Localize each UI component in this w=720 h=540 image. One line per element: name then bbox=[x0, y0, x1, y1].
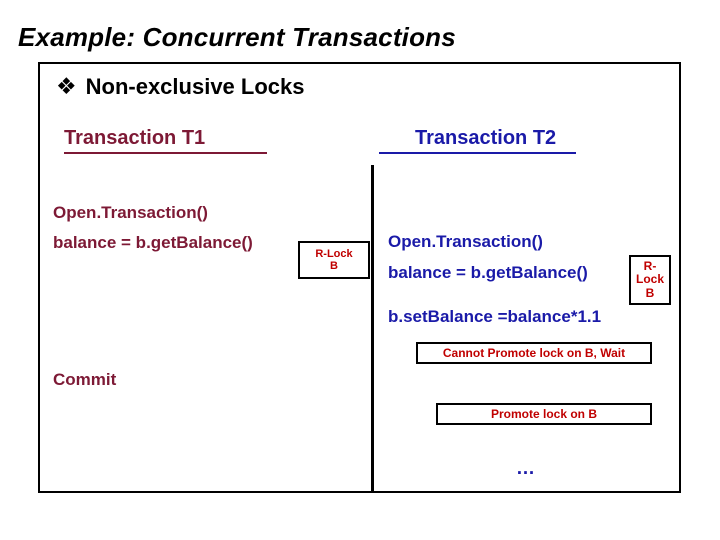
t2-statement-get-balance: balance = b.getBalance() bbox=[388, 263, 588, 282]
lock-badge-t1-line2: B bbox=[330, 260, 338, 272]
page-title: Example: Concurrent Transactions bbox=[18, 22, 456, 52]
lock-badge-t2-line2: Lock bbox=[635, 272, 664, 287]
t1-statement-get-balance: balance = b.getBalance() bbox=[53, 233, 253, 252]
section-heading-label: Non-exclusive Locks bbox=[85, 74, 305, 99]
lock-badge-t2-line1: R- bbox=[643, 258, 657, 273]
diamond-bullet-icon: ❖ bbox=[56, 74, 77, 100]
lock-badge-t1-line1: R-Lock bbox=[315, 247, 353, 260]
column-divider bbox=[371, 165, 374, 493]
column-header-transaction-t1: Transaction T1 bbox=[64, 127, 268, 154]
t2-statement-open-transaction: Open.Transaction() bbox=[388, 232, 543, 251]
t1-statement-commit: Commit bbox=[53, 370, 117, 389]
t1-statement-open-transaction: Open.Transaction() bbox=[53, 203, 208, 222]
t2-statement-ellipsis: … bbox=[516, 458, 535, 479]
t2-statement-set-balance: b.setBalance =balance*1.1 bbox=[388, 307, 602, 326]
lock-badge-t1: R-Lock B bbox=[298, 241, 370, 279]
message-cannot-promote-lock: Cannot Promote lock on B, Wait bbox=[416, 342, 652, 364]
message-promote-lock: Promote lock on B bbox=[436, 403, 652, 425]
lock-badge-t2-line3: B bbox=[645, 285, 655, 300]
section-heading: ❖ Non-exclusive Locks bbox=[56, 74, 305, 100]
lock-badge-t2: R- Lock B bbox=[629, 255, 671, 305]
column-header-transaction-t2: Transaction T2 bbox=[379, 127, 577, 154]
content-frame: ❖ Non-exclusive Locks Transaction T1 Tra… bbox=[38, 62, 681, 493]
